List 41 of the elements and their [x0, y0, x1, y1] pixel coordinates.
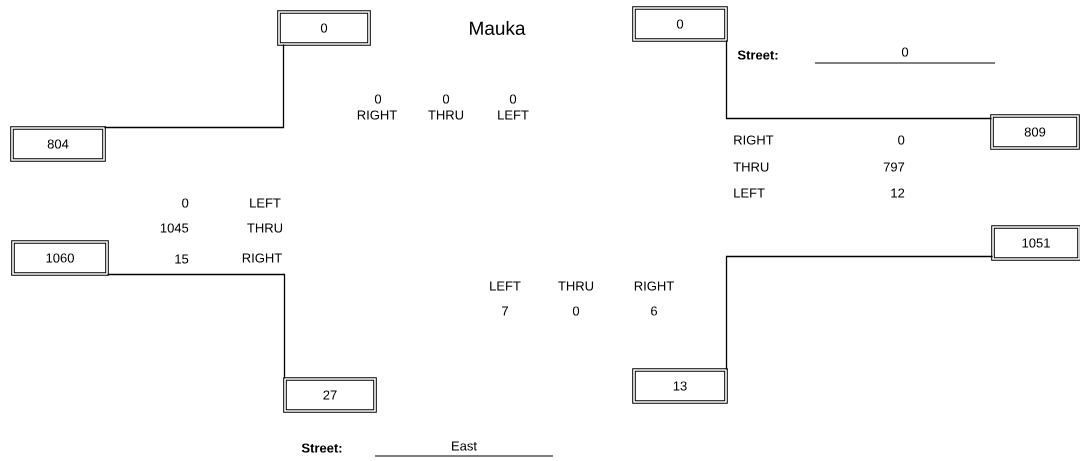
volume-number: 0	[572, 306, 580, 316]
intersection-name: Mauka	[470, 21, 526, 35]
connector-line	[725, 39, 993, 120]
volume-number: 7	[502, 306, 508, 316]
movement-label: RIGHT	[242, 253, 282, 263]
street-name: East	[452, 441, 477, 451]
movement-label: LEFT	[498, 110, 529, 120]
movement-label: LEFT	[250, 198, 281, 208]
volume-number: 12	[891, 188, 905, 198]
movement-label: LEFT	[490, 281, 521, 291]
movement-label: RIGHT	[357, 110, 397, 120]
volume-number: 0	[898, 135, 905, 145]
number-box: 13	[632, 368, 728, 404]
movement-label: LEFT	[734, 188, 765, 198]
number-box: 1051	[991, 225, 1080, 261]
movement-label: THRU	[428, 110, 464, 120]
number-box: 27	[283, 377, 377, 413]
street-label: Street:	[737, 50, 778, 60]
connector-line	[106, 273, 286, 380]
street-name: 0	[901, 47, 909, 57]
volume-number: 0	[182, 198, 189, 208]
connector-line	[103, 43, 285, 129]
volume-number: 6	[651, 306, 658, 316]
movement-label: THRU	[733, 162, 769, 172]
volume-number: 1045	[160, 223, 189, 233]
connector-line	[725, 255, 994, 371]
movement-label: RIGHT	[634, 281, 674, 291]
movement-label: THRU	[558, 281, 594, 291]
number-box: 804	[10, 126, 106, 162]
number-box: 1060	[11, 240, 109, 276]
volume-number: 0	[509, 94, 517, 104]
volume-number: 0	[442, 94, 450, 104]
movement-label: RIGHT	[734, 135, 774, 145]
volume-number: 0	[374, 94, 382, 104]
number-box: 809	[990, 114, 1080, 150]
volume-number: 797	[883, 162, 905, 172]
number-box: 0	[277, 10, 371, 46]
movement-label: THRU	[247, 223, 283, 233]
street-label: Street:	[301, 443, 342, 453]
volume-number: 15	[175, 254, 189, 264]
number-box: 0	[632, 6, 728, 42]
